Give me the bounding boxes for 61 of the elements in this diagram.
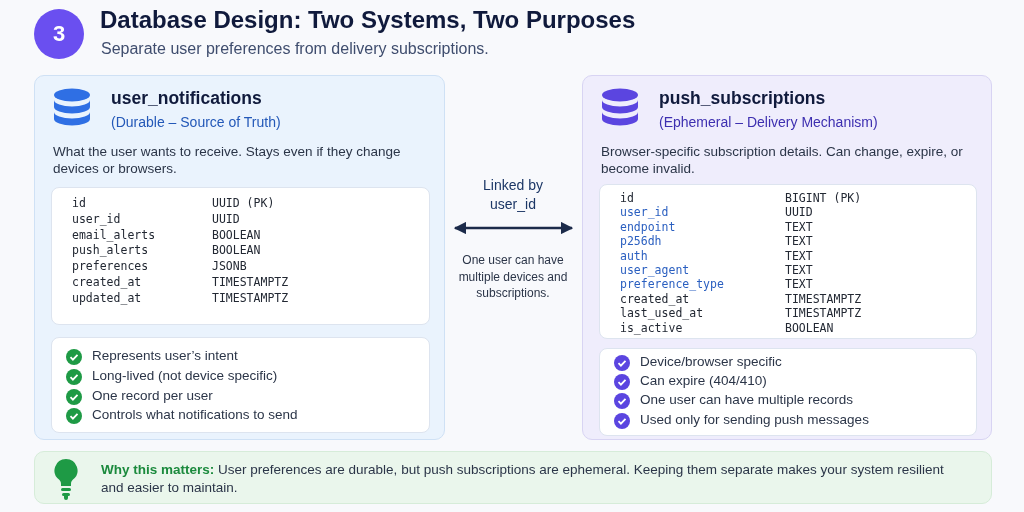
feature-list — [51, 337, 430, 433]
column-type: BOOLEAN — [785, 320, 834, 335]
list-item: Long-lived (not device specific) — [92, 367, 278, 383]
table-card — [582, 75, 992, 440]
column-name: user_agent — [620, 263, 690, 277]
column-type: TIMESTAMPTZ — [212, 290, 289, 305]
callout-box — [34, 451, 992, 504]
column-type: UUID — [785, 205, 813, 220]
list-item: One user can have multiple records — [640, 392, 854, 408]
table-description: What the user wants to receive. Stays even if they change devices or browsers. — [53, 143, 402, 177]
list-item: Device/browser specific — [640, 354, 782, 369]
column-name: id — [620, 191, 634, 205]
list-item: Represents user’s intent — [92, 348, 238, 363]
column-name: updated_at — [72, 290, 142, 305]
title: Database Design: Two Systems, Two Purposes — [100, 6, 636, 34]
column-name: email_alerts — [72, 227, 156, 242]
list-item: Controls what notifications to send — [92, 407, 298, 423]
double-arrow — [453, 221, 574, 235]
column-type: TIMESTAMPTZ — [212, 275, 289, 289]
column-name: auth — [620, 248, 648, 263]
subtitle: Separate user preferences from delivery subscriptions. — [101, 40, 489, 58]
note-text: One user can have multiple devices and subscriptions. — [457, 252, 569, 302]
column-type: TEXT — [785, 263, 813, 277]
table-card — [34, 75, 445, 440]
column-name: preferences — [72, 259, 149, 274]
column-name: last_used_at — [620, 306, 704, 321]
column-type: TIMESTAMPTZ — [785, 291, 862, 306]
column-type: JSONB — [212, 259, 247, 274]
column-type: TEXT — [785, 219, 813, 234]
column-name: preference_type — [620, 277, 724, 292]
table-name: push_subscriptions — [659, 88, 826, 109]
column-type: TEXT — [785, 277, 813, 292]
table-description: Browser-specific subscription details. Can change, expire, or become invalid. — [601, 143, 964, 177]
list-item: One record per user — [92, 387, 213, 403]
column-type: TIMESTAMPTZ — [785, 306, 862, 321]
column-type: UUID — [212, 211, 240, 226]
column-type: BIGINT (PK) — [785, 191, 862, 205]
column-name: p256dh — [620, 234, 662, 249]
column-type: BOOLEAN — [212, 227, 261, 242]
column-name: push_alerts — [72, 243, 149, 258]
column-name: created_at — [72, 275, 142, 289]
table-subtitle: (Ephemeral – Delivery Mechanism) — [659, 114, 878, 130]
step-number: 3 — [34, 9, 84, 59]
list-item: Used only for sending push messages — [640, 411, 869, 427]
table-subtitle: (Durable – Source of Truth) — [111, 114, 281, 130]
schema-table — [599, 184, 977, 339]
list-item: Can expire (404/410) — [640, 373, 767, 389]
column-name: created_at — [620, 291, 690, 306]
column-type: TEXT — [785, 248, 813, 263]
feature-list — [599, 348, 977, 436]
column-name: endpoint — [620, 219, 676, 234]
column-name: id — [72, 196, 86, 210]
column-type: TEXT — [785, 234, 813, 249]
table-name: user_notifications — [111, 88, 262, 109]
note-text: Why this matters: User preferences are durable, but push subscriptions are ephemeral. Keeping them separate makes your system resilient and easier to maintain. — [101, 461, 945, 497]
schema-table — [51, 187, 430, 325]
column-type: UUID (PK) — [212, 196, 275, 210]
column-type: BOOLEAN — [212, 243, 261, 258]
column-name: is_active — [620, 320, 683, 335]
column-name: user_id — [620, 205, 669, 220]
column-name: user_id — [72, 211, 121, 226]
